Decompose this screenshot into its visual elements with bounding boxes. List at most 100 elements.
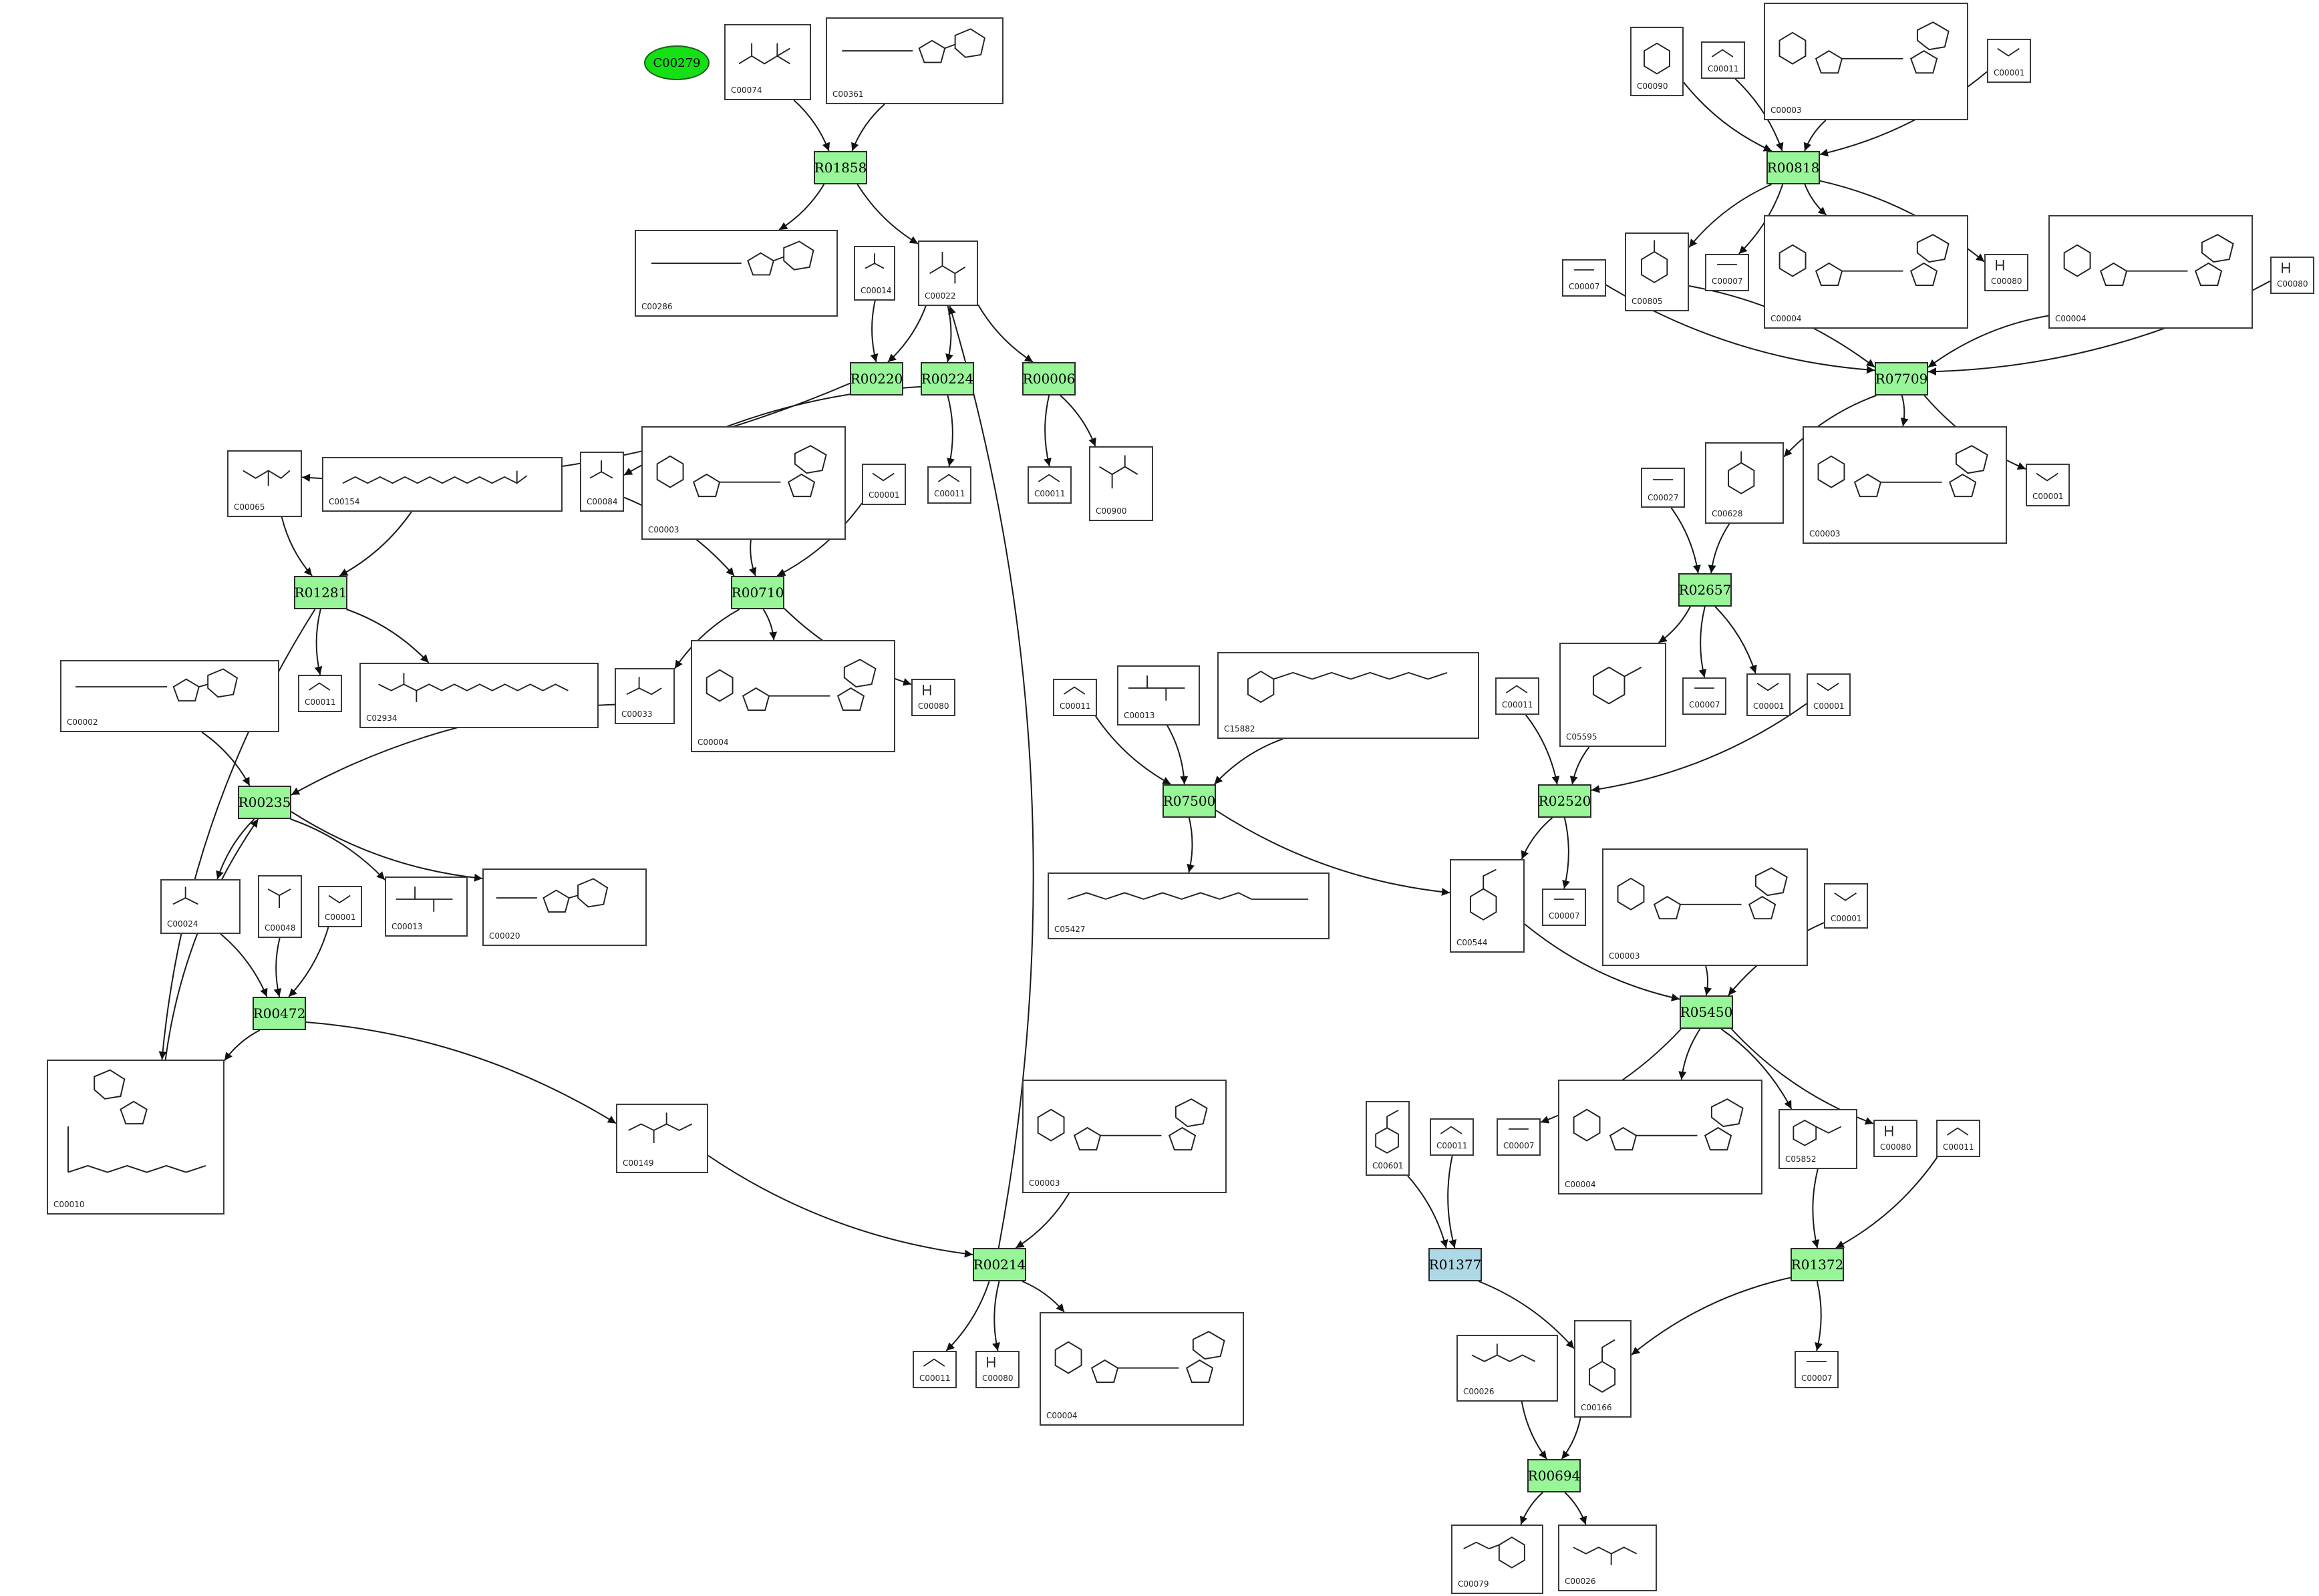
- molecule-structure-icon: [1946, 1127, 1969, 1136]
- compound-box[interactable]: C00601: [1366, 1101, 1410, 1176]
- compound-box[interactable]: C00007: [1795, 1351, 1839, 1388]
- reaction-node[interactable]: R01281: [294, 576, 347, 609]
- compound-box[interactable]: C00004: [1558, 1080, 1762, 1194]
- compound-box[interactable]: C00080: [911, 679, 955, 716]
- compound-box[interactable]: C00026: [1558, 1525, 1657, 1591]
- compound-box[interactable]: C00014: [854, 246, 895, 301]
- reaction-node[interactable]: R01377: [1428, 1248, 1482, 1281]
- compound-box[interactable]: C00544: [1450, 859, 1525, 953]
- compound-box[interactable]: C00001: [318, 886, 362, 927]
- compound-box[interactable]: C00079: [1451, 1525, 1543, 1594]
- compound-box[interactable]: C00003: [641, 426, 846, 540]
- compound-box[interactable]: C00022: [918, 241, 978, 306]
- compound-box[interactable]: C00080: [975, 1351, 1020, 1388]
- compound-box[interactable]: C00020: [482, 868, 647, 946]
- compound-box[interactable]: C00001: [1824, 883, 1868, 929]
- compound-box[interactable]: C02934: [359, 663, 599, 728]
- compound-box[interactable]: C00007: [1497, 1118, 1541, 1156]
- compound-box[interactable]: C00007: [1705, 254, 1749, 291]
- compound-box[interactable]: C00011: [1495, 677, 1539, 715]
- compound-box[interactable]: C00149: [616, 1104, 708, 1173]
- compound-box[interactable]: C00900: [1089, 446, 1153, 521]
- compound-box[interactable]: C00286: [635, 230, 838, 317]
- reaction-node[interactable]: R02520: [1538, 784, 1591, 818]
- compound-box[interactable]: C00011: [927, 466, 971, 504]
- reaction-node[interactable]: R00694: [1527, 1459, 1581, 1492]
- compound-box[interactable]: C00002: [60, 660, 279, 732]
- pathway-edge-arrow: [1524, 923, 1680, 1001]
- compound-box[interactable]: C00004: [1040, 1312, 1244, 1426]
- compound-box[interactable]: C00010: [47, 1060, 224, 1215]
- reaction-node[interactable]: R05450: [1680, 995, 1733, 1029]
- pathway-edge-arrow: [346, 609, 430, 663]
- compound-box[interactable]: C00080: [1873, 1120, 1917, 1157]
- compound-box[interactable]: C00011: [1028, 466, 1072, 504]
- compound-box[interactable]: C00074: [724, 24, 811, 100]
- pathway-edge-arrow: [314, 609, 323, 675]
- compound-box[interactable]: C00001: [1987, 39, 2031, 83]
- reaction-node[interactable]: R00235: [238, 786, 291, 819]
- reaction-node[interactable]: R00710: [731, 576, 784, 609]
- compound-box[interactable]: C00004: [1764, 215, 1968, 329]
- compound-box[interactable]: C00027: [1641, 468, 1685, 508]
- compound-box[interactable]: C00024: [160, 879, 241, 934]
- reaction-node[interactable]: R00472: [253, 997, 306, 1030]
- compound-box[interactable]: C00065: [227, 450, 302, 517]
- compound-box[interactable]: C00154: [322, 457, 563, 512]
- compound-box[interactable]: C00048: [258, 875, 302, 938]
- compound-box[interactable]: C00011: [1936, 1120, 1980, 1157]
- compound-box[interactable]: C00003: [1022, 1080, 1227, 1193]
- compound-box[interactable]: C00090: [1630, 27, 1684, 96]
- reaction-node[interactable]: R00224: [921, 362, 974, 395]
- compound-box[interactable]: C00628: [1705, 442, 1784, 524]
- compound-box[interactable]: C00004: [691, 640, 895, 752]
- compound-box[interactable]: C00011: [298, 675, 342, 712]
- compound-box[interactable]: C00001: [1746, 673, 1791, 716]
- compound-box[interactable]: C05595: [1559, 643, 1666, 747]
- reaction-node[interactable]: R00006: [1022, 362, 1076, 395]
- reaction-node[interactable]: R01372: [1791, 1248, 1844, 1281]
- pathway-edge-arrow: [1720, 1028, 1793, 1110]
- compound-box[interactable]: C00003: [1803, 426, 2007, 544]
- compound-box[interactable]: C00001: [2026, 464, 2070, 506]
- compound-box[interactable]: C00080: [2270, 257, 2314, 294]
- compound-id: C00011: [1943, 1142, 1974, 1152]
- compound-box[interactable]: C00080: [1984, 254, 2028, 291]
- reaction-node[interactable]: R00220: [850, 362, 903, 395]
- reaction-node[interactable]: R01858: [814, 151, 867, 184]
- compound-box[interactable]: C05852: [1779, 1109, 1857, 1169]
- compound-id: C00033: [621, 709, 653, 719]
- compound-box[interactable]: C00011: [1053, 679, 1097, 716]
- origin-compound-ellipse[interactable]: C00279: [644, 45, 710, 80]
- molecule-structure-icon: [1817, 445, 1988, 498]
- compound-box[interactable]: C00007: [1682, 677, 1726, 715]
- compound-box[interactable]: C00805: [1625, 232, 1689, 311]
- pathway-edge-arrow: [1044, 395, 1052, 467]
- reaction-node[interactable]: R02657: [1678, 573, 1732, 607]
- reaction-node[interactable]: R07500: [1163, 784, 1216, 818]
- compound-box[interactable]: C00084: [580, 452, 624, 512]
- compound-box[interactable]: C00361: [826, 17, 1003, 104]
- compound-box[interactable]: C00011: [1701, 41, 1745, 79]
- compound-box[interactable]: C00003: [1602, 848, 1808, 966]
- compound-box[interactable]: C00033: [615, 668, 675, 724]
- compound-box[interactable]: C05427: [1048, 872, 1330, 939]
- compound-box[interactable]: C00001: [1807, 673, 1851, 716]
- compound-box[interactable]: C00166: [1574, 1320, 1632, 1418]
- compound-box[interactable]: C00007: [1562, 259, 1606, 297]
- reaction-node[interactable]: R07709: [1875, 362, 1928, 395]
- compound-box[interactable]: C00011: [1430, 1118, 1474, 1156]
- compound-box[interactable]: C00011: [913, 1351, 957, 1388]
- reaction-node[interactable]: R00214: [973, 1248, 1026, 1281]
- compound-box[interactable]: C00013: [1117, 665, 1200, 726]
- compound-box[interactable]: C00007: [1542, 889, 1586, 926]
- reaction-node[interactable]: R00818: [1766, 151, 1820, 184]
- molecule-structure-icon: [1641, 240, 1668, 283]
- compound-box[interactable]: C00026: [1456, 1335, 1558, 1402]
- compound-box[interactable]: C00001: [862, 464, 906, 505]
- compound-box[interactable]: C00013: [385, 876, 468, 937]
- compound-box[interactable]: C00003: [1764, 3, 1968, 120]
- compound-box[interactable]: C15882: [1217, 652, 1479, 739]
- compound-box[interactable]: C00004: [2048, 215, 2253, 329]
- molecule-structure-icon: [267, 889, 291, 909]
